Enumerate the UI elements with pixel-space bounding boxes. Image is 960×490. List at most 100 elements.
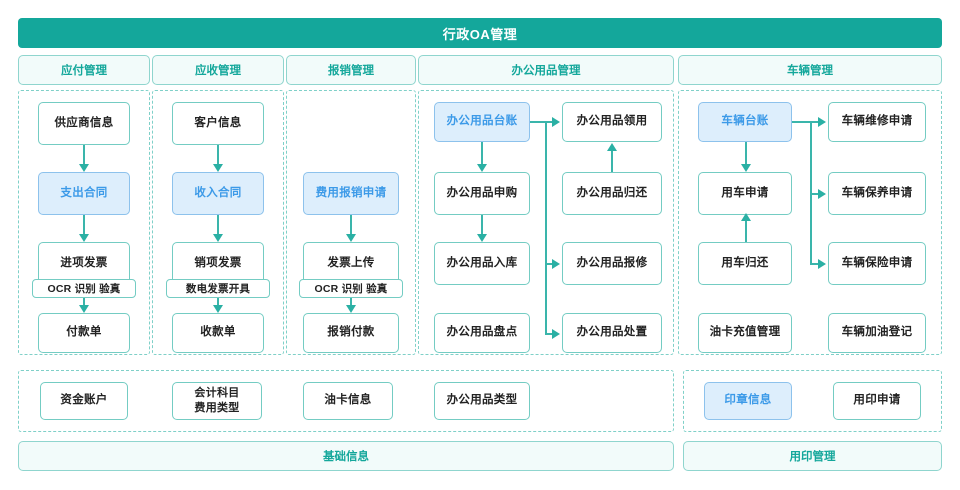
panel-supplies xyxy=(418,90,674,355)
bar-seal-management[interactable]: 用印管理 xyxy=(683,441,942,471)
node-label: 用车归还 xyxy=(721,256,769,269)
column-header-label: 车辆管理 xyxy=(787,65,833,77)
node-supplies-disposal[interactable]: 办公用品处置 xyxy=(562,313,662,353)
connector-line xyxy=(350,298,352,311)
node-receipt-order[interactable]: 收款单 xyxy=(172,313,264,353)
connector-line xyxy=(481,142,483,170)
node-supplies-issue[interactable]: 办公用品领用 xyxy=(562,102,662,142)
node-label: 车辆加油登记 xyxy=(841,326,913,339)
connector-line xyxy=(217,215,219,240)
node-accounting-subject-expense-type[interactable]: 会计科目 费用类型 xyxy=(172,382,262,420)
panel-expense xyxy=(286,90,416,355)
node-fuel-card-recharge[interactable]: 油卡充值管理 xyxy=(698,313,792,353)
connector-trunk xyxy=(810,121,812,264)
node-supplies-inbound[interactable]: 办公用品入库 xyxy=(434,242,530,285)
column-header-label: 应付管理 xyxy=(61,65,107,77)
connector-line xyxy=(545,121,554,123)
node-supplies-purchase-request[interactable]: 办公用品申购 xyxy=(434,172,530,215)
column-header-expense[interactable]: 报销管理 xyxy=(286,55,416,85)
node-seal-info[interactable]: 印章信息 xyxy=(704,382,792,420)
connector-line xyxy=(217,298,219,311)
node-label: 资金账户 xyxy=(60,394,108,407)
node-expense-claim-request[interactable]: 费用报销申请 xyxy=(303,172,399,215)
column-header-label: 办公用品管理 xyxy=(511,65,581,77)
connector-line xyxy=(83,298,85,311)
group-basic-info xyxy=(18,370,674,432)
bar-label: 基础信息 xyxy=(323,451,369,463)
connector-line xyxy=(83,215,85,240)
node-label: 办公用品入库 xyxy=(446,256,518,269)
subnode-ocr-verify[interactable]: OCR 识别 验真 xyxy=(32,279,136,298)
connector-line xyxy=(810,193,820,195)
arrow-right-icon xyxy=(552,259,560,269)
node-label-line1: 会计科目 xyxy=(194,387,240,400)
arrow-down-icon xyxy=(346,305,356,313)
subnode-einvoice-issue[interactable]: 数电发票开具 xyxy=(166,279,270,298)
node-invoice-upload[interactable]: 发票上传 xyxy=(303,242,399,285)
node-fuel-card-info[interactable]: 油卡信息 xyxy=(303,382,393,420)
subnode-label: OCR 识别 验真 xyxy=(314,283,388,295)
connector-line xyxy=(530,121,546,123)
node-vehicle-use-request[interactable]: 用车申请 xyxy=(698,172,792,215)
panel-vehicle xyxy=(678,90,942,355)
node-label: 收款单 xyxy=(200,326,236,339)
connector-line xyxy=(217,145,219,170)
arrow-down-icon xyxy=(213,164,223,172)
node-vehicle-return[interactable]: 用车归还 xyxy=(698,242,792,285)
column-header-vehicle[interactable]: 车辆管理 xyxy=(678,55,942,85)
node-vehicle-repair-request[interactable]: 车辆维修申请 xyxy=(828,102,926,142)
node-seal-use-request[interactable]: 用印申请 xyxy=(833,382,921,420)
arrow-up-icon xyxy=(741,213,751,221)
node-supplies-type[interactable]: 办公用品类型 xyxy=(434,382,530,420)
node-vehicle-refuel-record[interactable]: 车辆加油登记 xyxy=(828,313,926,353)
subnode-ocr-verify[interactable]: OCR 识别 验真 xyxy=(299,279,403,298)
connector-line xyxy=(545,263,554,265)
node-supplier-info[interactable]: 供应商信息 xyxy=(38,102,130,145)
node-income-contract[interactable]: 收入合同 xyxy=(172,172,264,215)
node-label: 车辆台账 xyxy=(721,115,769,128)
node-expenditure-contract[interactable]: 支出合同 xyxy=(38,172,130,215)
arrow-right-icon xyxy=(818,189,826,199)
node-vehicle-maintenance-request[interactable]: 车辆保养申请 xyxy=(828,172,926,215)
node-label: 办公用品盘点 xyxy=(446,326,518,339)
page-title: 行政OA管理 xyxy=(442,26,518,42)
node-vehicle-insurance-request[interactable]: 车辆保险申请 xyxy=(828,242,926,285)
arrow-right-icon xyxy=(818,117,826,127)
node-label: 用车申请 xyxy=(721,186,769,199)
connector-trunk xyxy=(545,121,547,334)
node-label: 供应商信息 xyxy=(54,116,114,129)
node-label: 办公用品申购 xyxy=(446,186,518,199)
node-label: 办公用品台账 xyxy=(446,115,518,128)
connector-line xyxy=(481,215,483,240)
arrow-down-icon xyxy=(477,234,487,242)
node-supplies-repair[interactable]: 办公用品报修 xyxy=(562,242,662,285)
node-label: 油卡信息 xyxy=(324,394,372,407)
node-fund-account[interactable]: 资金账户 xyxy=(40,382,128,420)
node-supplies-ledger[interactable]: 办公用品台账 xyxy=(434,102,530,142)
node-label: 车辆保险申请 xyxy=(841,256,913,269)
subnode-label: OCR 识别 验真 xyxy=(47,283,121,295)
connector-line xyxy=(810,263,820,265)
node-payment-order[interactable]: 付款单 xyxy=(38,313,130,353)
column-header-supplies[interactable]: 办公用品管理 xyxy=(418,55,674,85)
bar-label: 用印管理 xyxy=(789,451,836,463)
node-supplies-return[interactable]: 办公用品归还 xyxy=(562,172,662,215)
node-supplies-stocktake[interactable]: 办公用品盘点 xyxy=(434,313,530,353)
arrow-right-icon xyxy=(552,329,560,339)
column-header-receivable[interactable]: 应收管理 xyxy=(152,55,284,85)
node-expense-payment[interactable]: 报销付款 xyxy=(303,313,399,353)
connector-line xyxy=(745,220,747,242)
bar-basic-info[interactable]: 基础信息 xyxy=(18,441,674,471)
node-vehicle-ledger[interactable]: 车辆台账 xyxy=(698,102,792,142)
arrow-down-icon xyxy=(79,305,89,313)
column-header-payable[interactable]: 应付管理 xyxy=(18,55,150,85)
node-label: 客户信息 xyxy=(194,116,242,129)
node-customer-info[interactable]: 客户信息 xyxy=(172,102,264,145)
node-label: 印章信息 xyxy=(724,394,772,407)
column-header-label: 报销管理 xyxy=(328,65,374,77)
node-label: 车辆保养申请 xyxy=(841,186,913,199)
connector-line xyxy=(545,333,554,335)
arrow-down-icon xyxy=(741,164,751,172)
node-label: 办公用品领用 xyxy=(576,115,648,128)
node-label: 办公用品类型 xyxy=(446,394,518,407)
